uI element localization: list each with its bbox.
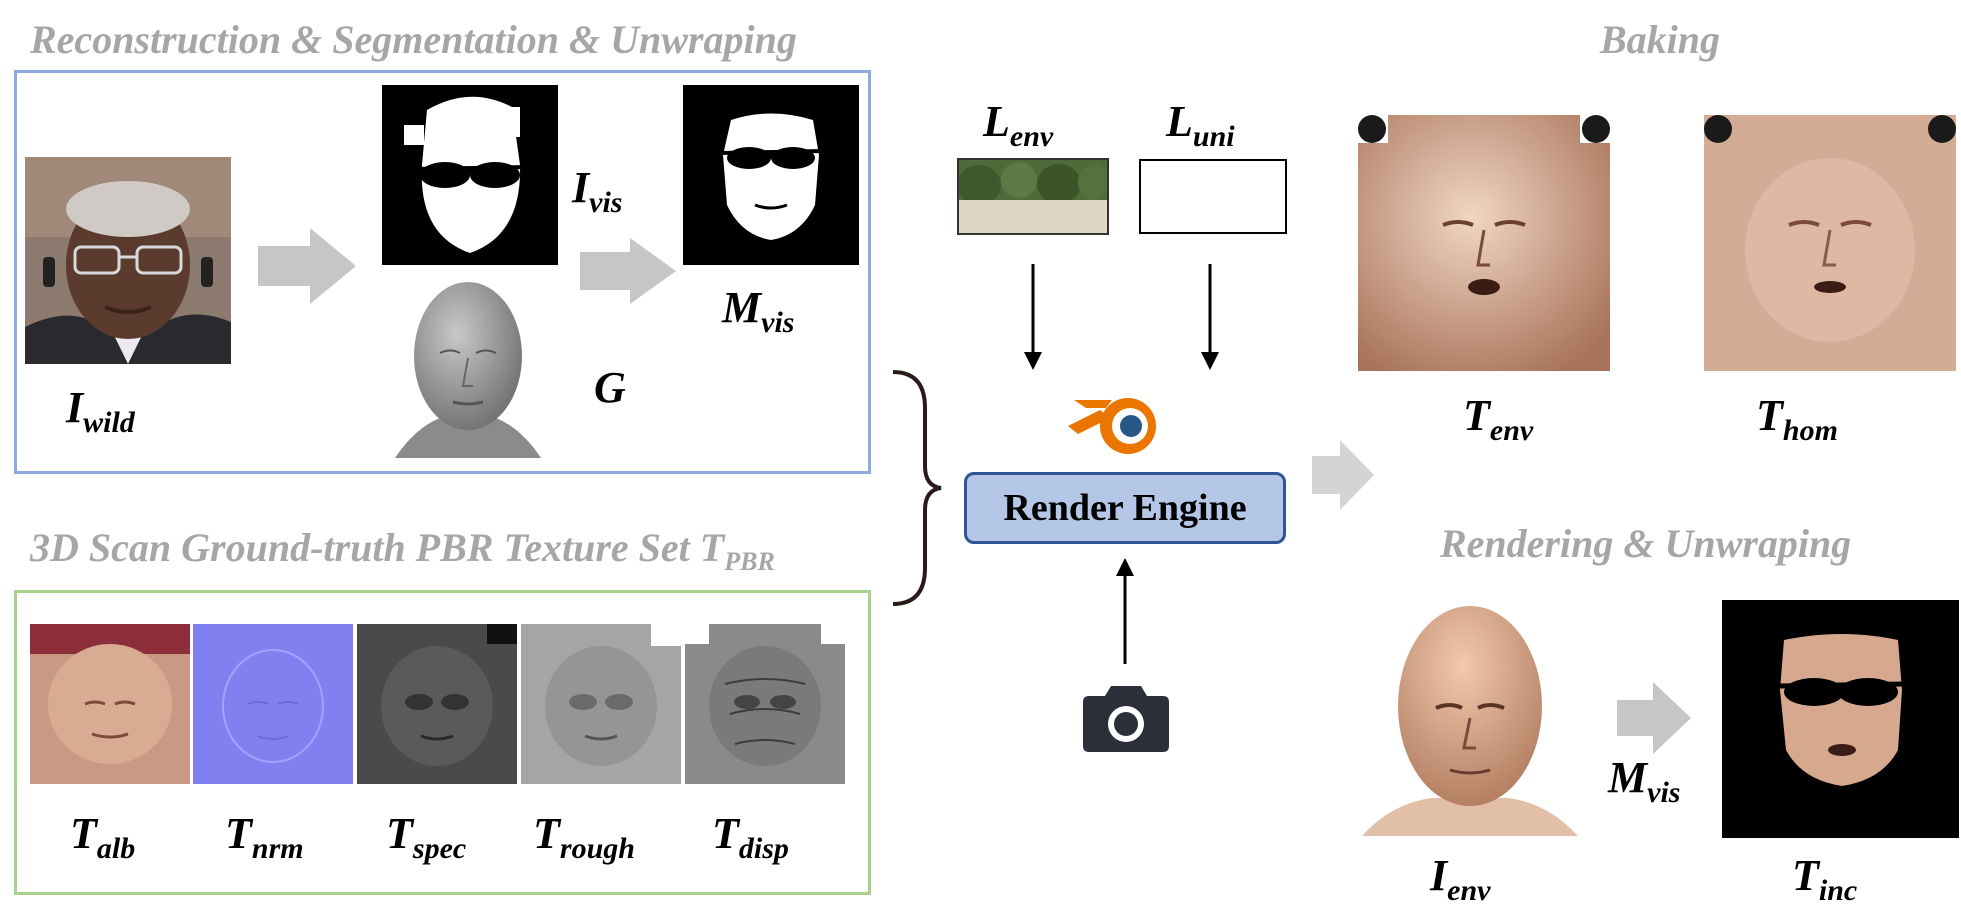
- label-t-spec: Tspec: [386, 808, 466, 866]
- label-t-rough: Trough: [533, 808, 635, 866]
- scan-title-subscript: PBR: [724, 547, 775, 576]
- label-m-vis: Mvis: [722, 282, 794, 340]
- wild-portrait-image: [25, 157, 231, 364]
- blender-logo-icon: [1068, 398, 1156, 454]
- gray-arrow-2: [580, 238, 676, 304]
- t-inc-base: T: [1792, 851, 1819, 900]
- scan-title-symbol: T: [699, 525, 725, 570]
- label-t-disp: Tdisp: [712, 808, 789, 866]
- t-env-texture-image: [1358, 115, 1610, 371]
- t-inc-sub: inc: [1818, 873, 1858, 907]
- specular-texture-image: [357, 624, 517, 784]
- reconstruction-frame: [14, 70, 871, 474]
- t-disp-sub: disp: [738, 831, 789, 865]
- t-env-base: T: [1463, 391, 1490, 440]
- scan-texture-title: 3D Scan Ground-truth PBR Texture Set TPB…: [30, 524, 775, 577]
- t-alb-sub: alb: [96, 831, 136, 865]
- l-env-base: L: [983, 97, 1010, 146]
- scan-texture-frame: [14, 590, 871, 895]
- i-env-render-image: [1362, 598, 1578, 836]
- t-inc-texture-image: [1722, 600, 1959, 838]
- i-vis-mask-image: [382, 85, 558, 265]
- i-vis-sub: vis: [589, 185, 623, 219]
- m-vis-mask-image: [683, 85, 859, 265]
- i-wild-base: I: [66, 383, 84, 432]
- label-t-alb: Talb: [70, 808, 135, 866]
- normal-texture-image: [193, 624, 353, 784]
- t-hom-base: T: [1756, 391, 1783, 440]
- m-vis2-base: M: [1608, 753, 1648, 802]
- t-hom-texture-image: [1704, 115, 1956, 371]
- arrow-camera-to-engine: [1116, 558, 1134, 664]
- l-env-sub: env: [1009, 119, 1054, 153]
- i-wild-sub: wild: [83, 405, 135, 439]
- scan-title-text: 3D Scan Ground-truth PBR Texture Set: [30, 525, 700, 570]
- label-t-env: Tenv: [1463, 390, 1533, 448]
- label-t-inc: Tinc: [1792, 850, 1857, 908]
- displacement-texture-image: [685, 624, 845, 784]
- g-base: G: [594, 363, 626, 412]
- label-i-wild: Iwild: [66, 382, 135, 440]
- label-m-vis-2: Mvis: [1608, 752, 1680, 810]
- label-l-uni: Luni: [1166, 96, 1235, 154]
- label-t-nrm: Tnrm: [225, 808, 304, 866]
- arrow-uni-to-engine: [1201, 264, 1219, 370]
- t-nrm-sub: nrm: [251, 831, 304, 865]
- albedo-texture-image: [30, 624, 190, 784]
- t-alb-base: T: [70, 809, 97, 858]
- t-rough-sub: rough: [559, 831, 635, 865]
- label-i-vis: Ivis: [572, 162, 622, 220]
- geometry-head-image: [385, 278, 551, 458]
- m-vis-base: M: [722, 283, 762, 332]
- m-vis2-sub: vis: [1647, 775, 1681, 809]
- gray-arrow-unwrap: [1617, 682, 1691, 754]
- arrow-env-to-engine: [1024, 264, 1042, 370]
- label-l-env: Lenv: [983, 96, 1053, 154]
- l-uni-base: L: [1166, 97, 1193, 146]
- i-vis-base: I: [572, 163, 590, 212]
- l-uni-sub: uni: [1192, 119, 1235, 153]
- m-vis-sub: vis: [761, 305, 795, 339]
- gray-arrow-output: [1312, 440, 1374, 510]
- i-env-sub: env: [1447, 873, 1491, 907]
- i-env-base: I: [1430, 851, 1448, 900]
- gray-arrow-1: [258, 228, 356, 304]
- roughness-texture-image: [521, 624, 681, 784]
- t-spec-base: T: [386, 809, 413, 858]
- label-g: G: [594, 362, 626, 413]
- label-t-hom: Thom: [1756, 390, 1838, 448]
- t-hom-sub: hom: [1782, 413, 1838, 447]
- environment-map-image: [957, 158, 1109, 235]
- reconstruction-title: Reconstruction & Segmentation & Unwrapin…: [30, 17, 797, 62]
- uniform-light-box: [1139, 159, 1287, 234]
- baking-title: Baking: [1600, 17, 1721, 62]
- t-spec-sub: spec: [412, 831, 467, 865]
- t-env-sub: env: [1489, 413, 1534, 447]
- grouping-brace: [892, 370, 942, 606]
- t-nrm-base: T: [225, 809, 252, 858]
- label-i-env: Ienv: [1430, 850, 1490, 908]
- t-rough-base: T: [533, 809, 560, 858]
- camera-icon: [1083, 686, 1169, 752]
- rendering-title: Rendering & Unwraping: [1440, 521, 1852, 566]
- render-engine-box: Render Engine: [964, 472, 1286, 544]
- t-disp-base: T: [712, 809, 739, 858]
